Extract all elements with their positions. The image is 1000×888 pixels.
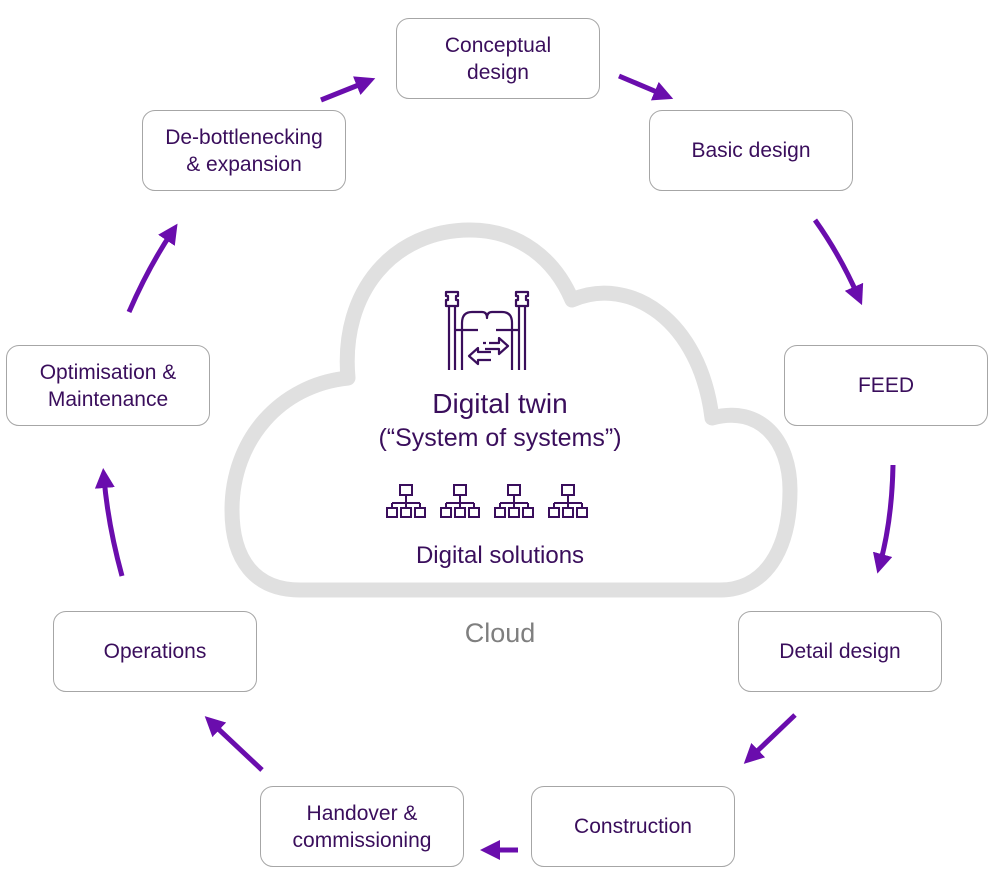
hierarchy-icon: [440, 484, 480, 518]
arrow-debottlenecking-to-conceptual: [320, 76, 376, 103]
stage-conceptual-design: Conceptual design: [396, 18, 600, 99]
stage-detail-design: Detail design: [738, 611, 942, 692]
stage-label: Handover & commissioning: [292, 801, 432, 852]
digital-solutions-label: Digital solutions: [415, 542, 585, 569]
stage-label: Detail design: [779, 640, 901, 663]
hierarchy-icon: [386, 484, 426, 518]
arrow-basic-to-feed: [812, 218, 864, 306]
cloud-label: Cloud: [464, 618, 536, 648]
arrow-optimisation-to-debottlenecking: [126, 223, 178, 313]
stage-basic-design: Basic design: [649, 110, 853, 191]
stage-debottlenecking-expansion: De-bottlenecking & expansion: [142, 110, 346, 191]
arrow-handover-to-operations: [204, 716, 264, 772]
cloud-outline: [224, 222, 798, 598]
stage-construction: Construction: [531, 786, 735, 867]
stage-label: De-bottlenecking & expansion: [165, 125, 323, 176]
stage-label: Optimisation & Maintenance: [39, 360, 177, 411]
arrow-operations-to-optimisation: [94, 468, 125, 577]
hierarchy-icon: [548, 484, 588, 518]
arrow-feed-to-detail: [872, 464, 896, 574]
digital-twin-title: Digital twin: [432, 388, 568, 419]
digital-twin-subtitle: (“System of systems”): [378, 424, 622, 452]
hierarchy-icon: [494, 484, 534, 518]
digital-twin-icon: [444, 290, 530, 370]
arrow-conceptual-to-basic: [618, 73, 674, 101]
arrow-detail-to-construction: [743, 713, 797, 764]
hierarchy-icons: [386, 484, 588, 518]
stage-label: Conceptual design: [444, 33, 552, 84]
flow-arrows: [94, 73, 896, 860]
stage-label: Construction: [574, 815, 692, 838]
stage-label: FEED: [857, 374, 914, 397]
stage-label: Operations: [103, 640, 207, 663]
stage-label: Basic design: [691, 139, 811, 162]
stage-feed: FEED: [784, 345, 988, 426]
stage-handover-commissioning: Handover & commissioning: [260, 786, 464, 867]
stage-operations: Operations: [53, 611, 257, 692]
stage-optimisation-maintenance: Optimisation & Maintenance: [6, 345, 210, 426]
